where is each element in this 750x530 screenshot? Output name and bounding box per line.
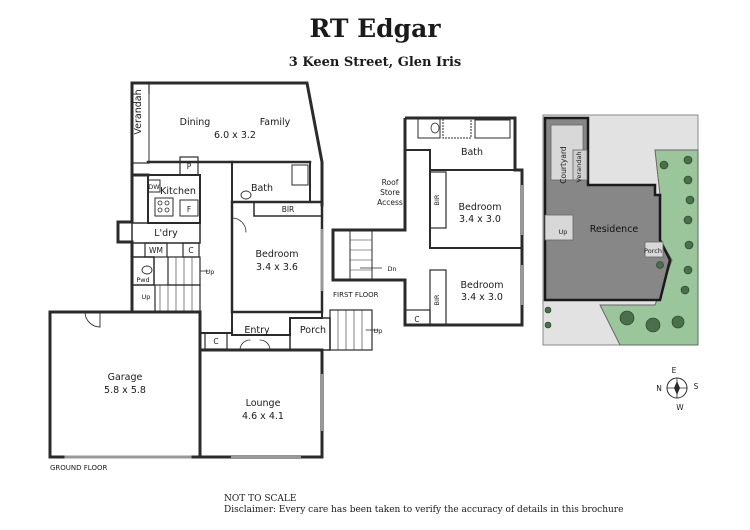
wm-label: WM — [149, 246, 163, 255]
residence-label: Residence — [590, 224, 639, 235]
first-bedroom2-label: Bedroom — [461, 280, 504, 291]
first-bedroom1-size: 3.4 x 3.0 — [459, 214, 501, 225]
verandah-label: Verandah — [133, 89, 144, 134]
entry-cupboard-label: C — [213, 337, 218, 346]
ground-floor-label: GROUND FLOOR — [50, 464, 107, 472]
ground-bath-label: Bath — [251, 183, 273, 194]
side-up-label: Up — [142, 293, 151, 301]
site-verandah-label: Verandah — [575, 152, 583, 183]
site-plan-labels: Courtyard Verandah Residence Porch Up — [559, 146, 662, 255]
kitchen-label: Kitchen — [160, 186, 196, 197]
disclaimer-text: Disclaimer: Every care has been taken to… — [224, 505, 624, 515]
ground-floor-plan — [48, 81, 379, 459]
first-floor-labels: Bath Roof Store Access Bedroom 3.4 x 3.0… — [333, 147, 503, 324]
not-to-scale-label: NOT TO SCALE — [224, 494, 297, 504]
compass-west: W — [676, 403, 684, 412]
lounge-size: 4.6 x 4.1 — [242, 411, 284, 422]
roof-store-line3: Access — [377, 198, 403, 207]
courtyard-label: Courtyard — [559, 146, 568, 184]
garage-label: Garage — [108, 372, 143, 383]
first-bedroom1-label: Bedroom — [459, 202, 502, 213]
site-up-label: Up — [559, 228, 568, 236]
compass-east: E — [672, 366, 677, 375]
porch-up-label: Up — [374, 327, 383, 335]
ground-bedroom-label: Bedroom — [256, 249, 299, 260]
site-plan — [542, 114, 699, 346]
fridge-label: F — [187, 205, 191, 214]
roof-store-line1: Roof — [382, 178, 399, 187]
entry-label: Entry — [244, 325, 270, 336]
pantry-label: P — [187, 162, 192, 171]
disclaimer-block: NOT TO SCALE Disclaimer: Every care has … — [224, 494, 623, 516]
property-address: 3 Keen Street, Glen Iris — [288, 55, 462, 70]
page-title: RT Edgar — [309, 14, 441, 43]
first-bir2-label: BIR — [433, 294, 441, 305]
garage-size: 5.8 x 5.8 — [104, 385, 146, 396]
first-bath-label: Bath — [461, 147, 483, 158]
porch-label: Porch — [300, 325, 326, 336]
ground-floor-labels: Verandah Dining Family 6.0 x 3.2 P DW Ki… — [50, 89, 382, 472]
family-label: Family — [260, 117, 291, 128]
first-floor-plan — [331, 116, 524, 327]
powder-label: Pwd — [136, 276, 149, 284]
dishwasher-label: DW — [148, 183, 160, 191]
laundry-cupboard-label: C — [188, 246, 193, 255]
dining-family-size: 6.0 x 3.2 — [214, 130, 256, 141]
compass-icon — [666, 377, 688, 399]
first-cupboard-label: C — [414, 315, 419, 324]
compass-north: N — [656, 384, 662, 393]
first-bedroom2-size: 3.4 x 3.0 — [461, 292, 503, 303]
laundry-label: L'dry — [154, 228, 178, 239]
dining-label: Dining — [180, 117, 211, 128]
lounge-label: Lounge — [246, 398, 281, 409]
first-bir1-label: BIR — [433, 194, 441, 205]
ground-bir-label: BIR — [282, 205, 295, 214]
first-floor-label: FIRST FLOOR — [333, 291, 379, 299]
first-dn-label: Dn — [387, 265, 396, 273]
stairs-up-label: Up — [206, 268, 215, 276]
site-porch-label: Porch — [644, 247, 662, 255]
roof-store-line2: Store — [380, 188, 400, 197]
compass-south: S — [694, 382, 699, 391]
ground-bedroom-size: 3.4 x 3.6 — [256, 262, 298, 273]
